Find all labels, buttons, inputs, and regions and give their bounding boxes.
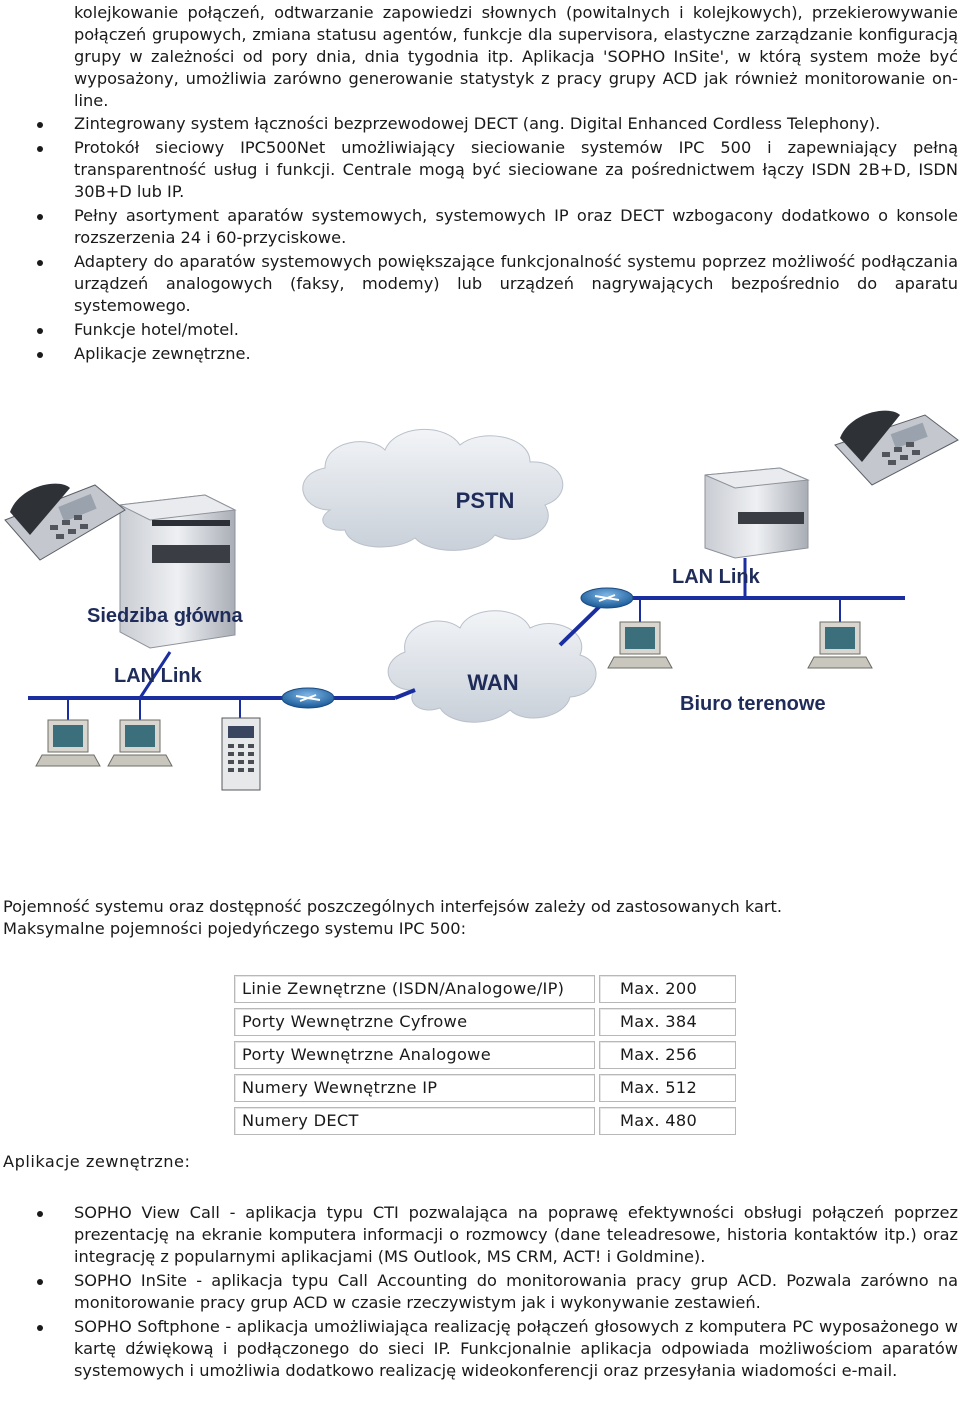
bullet-icon — [37, 214, 43, 220]
dect-base-station-icon — [221, 717, 261, 791]
list-item: Adaptery do aparatów systemowych powięks… — [0, 251, 958, 317]
bullet-icon — [37, 328, 43, 334]
capacity-intro: Pojemność systemu oraz dostępność poszcz… — [3, 896, 953, 940]
bullet-icon — [37, 260, 43, 266]
table-row: Numery Wewnętrzne IP Max. 512 — [234, 1074, 736, 1102]
pbx-cabinet-icon — [118, 494, 237, 649]
list-item: SOPHO Softphone - aplikacja umożliwiając… — [0, 1316, 958, 1382]
capacity-table: Linie Zewnętrzne (ISDN/Analogowe/IP) Max… — [230, 970, 740, 1140]
pc-icon — [807, 621, 873, 669]
capacity-value-cell: Max. 480 — [599, 1107, 736, 1135]
desk-phone-icon — [4, 483, 126, 561]
wan-label: WAN — [467, 670, 518, 695]
bullet-icon — [37, 1211, 43, 1217]
network-diagram: PSTN WAN — [4, 410, 959, 791]
pbx-main-link — [138, 651, 172, 699]
pstn-label: PSTN — [456, 488, 515, 513]
capacity-label-cell: Porty Wewnętrzne Cyfrowe — [234, 1008, 595, 1036]
bullet-icon — [37, 1279, 43, 1285]
lan-link-remote-label: LAN Link — [672, 566, 761, 588]
capacity-label-cell: Porty Wewnętrzne Analogowe — [234, 1041, 595, 1069]
capacity-label-cell: Numery DECT — [234, 1107, 595, 1135]
headquarters-label: Siedziba główna — [87, 605, 243, 627]
capacity-value-cell: Max. 512 — [599, 1074, 736, 1102]
table-row: Porty Wewnętrzne Analogowe Max. 256 — [234, 1041, 736, 1069]
branch-office-label: Biuro terenowe — [680, 693, 826, 715]
list-item: SOPHO View Call - aplikacja typu CTI poz… — [0, 1202, 958, 1268]
router-wan-link — [394, 688, 416, 700]
apps-heading: Aplikacje zewnętrzne: — [3, 1152, 191, 1171]
pstn-cloud: PSTN — [302, 428, 564, 551]
table-row: Porty Wewnętrzne Cyfrowe Max. 384 — [234, 1008, 736, 1036]
list-item: Aplikacje zewnętrzne. — [0, 343, 958, 365]
table-row: Numery DECT Max. 480 — [234, 1107, 736, 1135]
pc-icon — [107, 719, 173, 767]
feature-list: Zintegrowany system łączności bezprzewod… — [0, 113, 958, 367]
capacity-value-cell: Max. 200 — [599, 975, 736, 1003]
router-icon — [580, 587, 634, 609]
list-item: Pełny asortyment aparatów systemowych, s… — [0, 205, 958, 249]
bullet-icon — [37, 1325, 43, 1331]
bullet-icon — [37, 352, 43, 358]
desk-phone-icon — [834, 410, 959, 486]
bullet-icon — [37, 146, 43, 152]
lan-link-main-label: LAN Link — [114, 665, 203, 687]
router-icon — [281, 687, 335, 709]
pbx-cabinet-icon — [704, 467, 810, 559]
list-item: SOPHO InSite - aplikacja typu Call Accou… — [0, 1270, 958, 1314]
pc-icon — [607, 621, 673, 669]
capacity-label-cell: Linie Zewnętrzne (ISDN/Analogowe/IP) — [234, 975, 595, 1003]
wan-remote-link — [558, 604, 602, 647]
wan-cloud: WAN — [387, 610, 597, 723]
apps-list: SOPHO View Call - aplikacja typu CTI poz… — [0, 1202, 958, 1384]
list-item: Funkcje hotel/motel. — [0, 319, 958, 341]
bullet-icon — [37, 122, 43, 128]
capacity-value-cell: Max. 384 — [599, 1008, 736, 1036]
list-item: Zintegrowany system łączności bezprzewod… — [0, 113, 958, 135]
capacity-value-cell: Max. 256 — [599, 1041, 736, 1069]
capacity-intro-line: Maksymalne pojemności pojedyńczego syste… — [3, 919, 467, 938]
pc-icon — [35, 719, 101, 767]
capacity-intro-line: Pojemność systemu oraz dostępność poszcz… — [3, 897, 783, 916]
capacity-label-cell: Numery Wewnętrzne IP — [234, 1074, 595, 1102]
list-item: Protokół sieciowy IPC500Net umożliwiając… — [0, 137, 958, 203]
table-row: Linie Zewnętrzne (ISDN/Analogowe/IP) Max… — [234, 975, 736, 1003]
intro-paragraph: kolejkowanie połączeń, odtwarzanie zapow… — [74, 3, 958, 110]
